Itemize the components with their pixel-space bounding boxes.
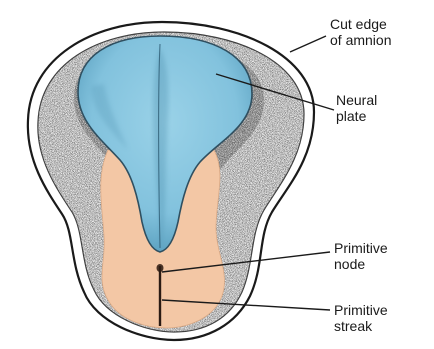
- label-line: node: [334, 256, 388, 272]
- label-line: of amnion: [330, 32, 391, 48]
- label-line: Primitive: [334, 302, 388, 318]
- label-line: streak: [334, 318, 388, 334]
- label-line: plate: [336, 108, 377, 124]
- label-neural-plate: Neural plate: [336, 92, 377, 124]
- label-line: Neural: [336, 92, 377, 108]
- label-cut-edge-of-amnion: Cut edge of amnion: [330, 16, 391, 48]
- label-line: Cut edge: [330, 16, 391, 32]
- leader-amnion: [290, 36, 326, 52]
- label-primitive-streak: Primitive streak: [334, 302, 388, 334]
- label-primitive-node: Primitive node: [334, 240, 388, 272]
- label-line: Primitive: [334, 240, 388, 256]
